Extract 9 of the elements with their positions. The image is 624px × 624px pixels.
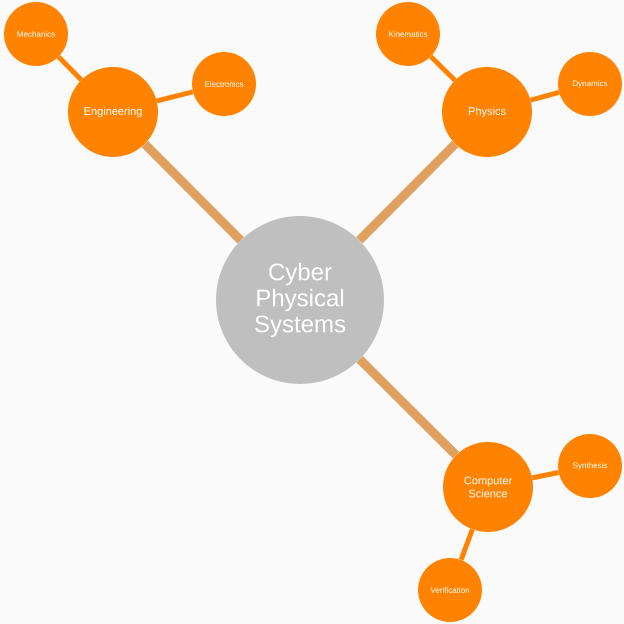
- connector: [429, 54, 457, 82]
- connector: [142, 140, 244, 244]
- connector: [56, 55, 84, 82]
- connector: [458, 528, 475, 561]
- connector: [356, 140, 458, 244]
- connector: [532, 470, 559, 480]
- connector: [156, 89, 194, 104]
- connector: [530, 90, 560, 103]
- connector: [356, 356, 460, 458]
